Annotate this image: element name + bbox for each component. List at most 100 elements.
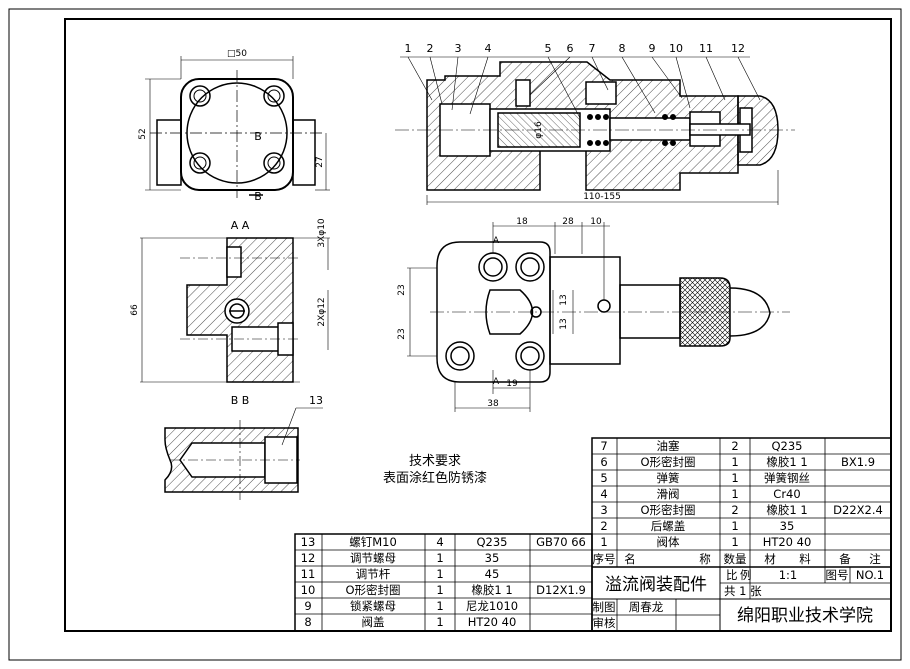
part-number: 5 xyxy=(545,42,552,55)
bom-cell-qty: 2 xyxy=(731,503,738,517)
part-number: 11 xyxy=(699,42,713,55)
bom-cell-no: 3 xyxy=(600,503,607,517)
outer-frame xyxy=(8,8,902,661)
scale-label-b: 例 xyxy=(740,568,752,582)
bom-cell-name: 锁紧螺母 xyxy=(350,599,396,613)
bom-cell-no: 5 xyxy=(600,471,607,485)
scale-label-a: 比 xyxy=(726,568,738,582)
bom-cell-material: 35 xyxy=(485,551,500,565)
bom-cell-material: Q235 xyxy=(771,439,802,453)
dim-label: 23 xyxy=(397,328,407,339)
section-mark-a: A xyxy=(493,377,500,387)
bom-cell-qty: 1 xyxy=(731,535,738,549)
dim-label: □50 xyxy=(227,49,247,59)
header-mat-a: 材 xyxy=(764,552,776,566)
tech-line: 表面涂红色防锈漆 xyxy=(383,470,487,486)
dim-label: 52 xyxy=(138,128,148,139)
part-leaders xyxy=(400,56,761,119)
bom-cell-name: 调节螺母 xyxy=(350,551,396,565)
bom-cell-material: 橡胶1 1 xyxy=(471,583,512,597)
drawing-no: NO.1 xyxy=(856,568,884,582)
part-number: 3 xyxy=(455,42,462,55)
section-mark-a: A xyxy=(493,236,500,246)
view-label-aa: A A xyxy=(231,219,250,232)
part-number: 1 xyxy=(405,42,412,55)
bom-cell-note: D22X2.4 xyxy=(833,503,883,517)
dimension-labels: □50 52 27 66 3Xφ10 2Xφ12 φ16 110-155 18 … xyxy=(130,49,621,409)
dim-label: 2Xφ12 xyxy=(317,297,327,326)
bom-cell-note: D12X1.9 xyxy=(536,583,586,597)
checked-label: 审核 xyxy=(593,616,616,630)
bom-cell-qty: 1 xyxy=(436,599,443,613)
title-block: 溢流阀装配件 比 例 1:1 图号 NO.1 共 1 张 制图 周春龙 审核 绵… xyxy=(593,568,885,630)
drawing-title: 溢流阀装配件 xyxy=(605,575,707,595)
bom-cell-material: 45 xyxy=(485,567,500,581)
bom-cell-name: 螺钉M10 xyxy=(349,535,397,549)
part-number: 7 xyxy=(589,42,596,55)
bom-cell-qty: 1 xyxy=(436,551,443,565)
bom-cell-material: HT20 40 xyxy=(468,615,517,629)
section-mark-b-arrow: B xyxy=(254,190,262,203)
main-section xyxy=(395,61,795,205)
bom-cell-name: 油塞 xyxy=(657,439,680,453)
bom-cell-material: Q235 xyxy=(476,535,507,549)
bom-cell-no: 10 xyxy=(301,583,316,597)
part-number: 8 xyxy=(619,42,626,55)
header-no: 序号 xyxy=(593,552,616,566)
bom-cell-name: O形密封圈 xyxy=(640,503,695,517)
bom-cell-material: Cr40 xyxy=(773,487,800,501)
bom-cell-qty: 1 xyxy=(731,487,738,501)
dim-label: φ16 xyxy=(534,121,544,139)
bom-cell-qty: 1 xyxy=(436,615,443,629)
header-mat-b: 料 xyxy=(799,552,811,566)
dim-label: 13 xyxy=(559,294,569,305)
bom-cell-no: 6 xyxy=(600,455,607,469)
part-number-labels: 1 2 3 4 5 6 7 8 9 10 11 12 13 xyxy=(309,42,745,407)
sheet-count: 共 1 张 xyxy=(724,584,762,598)
top-view xyxy=(145,56,330,198)
header-name-b: 称 xyxy=(699,552,711,566)
header-note-a: 备 xyxy=(839,552,851,566)
bom-cell-qty: 1 xyxy=(731,519,738,533)
bom-cell-no: 8 xyxy=(304,615,311,629)
drawn-label: 制图 xyxy=(593,600,616,614)
dim-label: 18 xyxy=(516,217,528,227)
view-labels: A A B B B B A A xyxy=(231,130,500,407)
bom-cell-name: 阀盖 xyxy=(362,615,385,629)
dim-label: 38 xyxy=(487,399,499,409)
header-qty: 数量 xyxy=(724,552,747,566)
external-view xyxy=(407,222,790,412)
technical-requirements: 技术要求 表面涂红色防锈漆 xyxy=(383,454,487,486)
section-aa xyxy=(140,237,330,383)
school-name: 绵阳职业技术学院 xyxy=(737,606,873,626)
bom-cell-name: 后螺盖 xyxy=(651,519,686,533)
bom-cell-material: 橡胶1 1 xyxy=(766,455,807,469)
bom-header: 序号 名 称 数量 材 料 备 注 xyxy=(593,552,882,566)
bom-cell-no: 7 xyxy=(600,439,607,453)
bom-cell-qty: 1 xyxy=(731,471,738,485)
part-number: 4 xyxy=(485,42,492,55)
dim-label: 23 xyxy=(397,284,407,295)
dim-label: 27 xyxy=(315,156,325,167)
drawn-by: 周春龙 xyxy=(629,600,664,614)
section-bb xyxy=(164,407,323,500)
bom-cell-name: 调节杆 xyxy=(356,567,391,581)
dim-label: 28 xyxy=(562,217,574,227)
bom-cell-no: 9 xyxy=(304,599,311,613)
bom-cell-qty: 1 xyxy=(436,583,443,597)
bom-cell-material: HT20 40 xyxy=(763,535,812,549)
dim-label: 10 xyxy=(590,217,602,227)
part-number: 9 xyxy=(649,42,656,55)
bom-cell-qty: 1 xyxy=(436,567,443,581)
bom-cell-name: O形密封圈 xyxy=(640,455,695,469)
tech-title: 技术要求 xyxy=(409,454,461,469)
part-number: 10 xyxy=(669,42,683,55)
header-name-a: 名 xyxy=(624,552,636,566)
part-number: 13 xyxy=(309,394,323,407)
bom-grid xyxy=(294,437,892,632)
section-mark-b: B xyxy=(254,130,262,143)
bom-cell-no: 2 xyxy=(600,519,607,533)
bom-cell-material: 35 xyxy=(780,519,795,533)
bom-cell-material: 橡胶1 1 xyxy=(766,503,807,517)
